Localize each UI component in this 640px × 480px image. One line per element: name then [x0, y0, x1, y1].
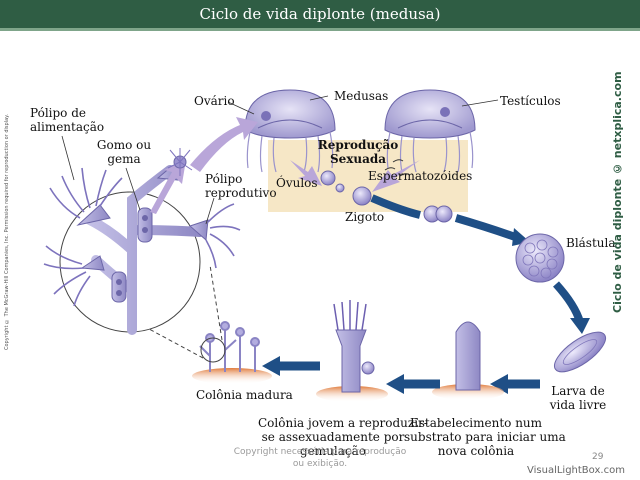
label-medusae: Medusas [334, 89, 389, 103]
site-watermark: VisualLightBox.com [527, 465, 625, 476]
watermark-text: Copyright necessária para reprodução ou … [233, 447, 407, 469]
medusa-male [384, 89, 476, 173]
copyright-notice: Copyright © The McGraw-Hill Companies, I… [4, 114, 10, 350]
mature-colony [199, 321, 260, 372]
magnified-colony [43, 165, 241, 335]
medusa-female [244, 89, 336, 173]
label-larva: Larva de vida livre [549, 384, 607, 412]
free-medusa-small [167, 148, 193, 176]
purple-arrow-to-medusae [190, 117, 258, 172]
egg-cell [320, 170, 336, 186]
arrow-zygote-cleavage [370, 194, 421, 219]
title-bar: Ciclo de vida diplonte (medusa) [0, 0, 640, 31]
zoom-source-circle [200, 337, 226, 363]
label-reproductive-polyp: Pólipo reprodutivo [205, 172, 277, 200]
page-number: 29 [592, 452, 604, 462]
substrate-settlement [432, 384, 504, 400]
label-ovary: Ovário [194, 94, 235, 108]
settled-polyp [455, 321, 481, 391]
egg-cell-small [335, 183, 345, 193]
life-cycle-diagram [43, 89, 607, 402]
arrow-to-blastula [454, 214, 520, 242]
arrow-to-larva [553, 281, 584, 324]
purple-arrow-bud [150, 160, 186, 214]
label-mature-colony: Colônia madura [196, 388, 293, 402]
purple-arrow-sperm [372, 160, 420, 192]
zygote-cell [352, 186, 372, 206]
label-testes: Testículos [500, 94, 561, 108]
leader-lines [61, 95, 499, 225]
substrate-young [316, 386, 388, 402]
arrowhead-young-colony [386, 374, 404, 394]
label-settlement: Estabelecimento num substrato para inici… [404, 416, 566, 458]
label-sperm: Espermatozóides [368, 169, 473, 183]
sperm-cells [384, 159, 411, 177]
planula-larva [553, 331, 607, 373]
page-title: Ciclo de vida diplonte (medusa) [199, 5, 441, 23]
label-eggs: Óvulos [276, 176, 318, 190]
blastula [515, 233, 565, 283]
purple-arrow-eggs [290, 160, 322, 186]
side-credit: Ciclo de vida diplonte © netxplica.com [611, 71, 624, 313]
arrowhead-larva [570, 318, 590, 334]
arrowhead-settlement [490, 374, 508, 394]
label-feeding-polyp: Pólipo de alimentação [30, 106, 105, 134]
cleavage-embryo [423, 205, 453, 223]
label-blastula: Blástula [566, 236, 616, 250]
substrate-mature [192, 368, 272, 384]
label-bud: Gomo ou gema [96, 138, 152, 166]
young-colony [333, 300, 375, 393]
label-zygote: Zigoto [345, 210, 385, 224]
label-young-colony: Colônia jovem a reproduzir- se assexuada… [258, 416, 428, 458]
label-sexual-reproduction: Reprodução Sexuada [317, 138, 399, 166]
arrowhead-mature-colony [262, 356, 280, 376]
